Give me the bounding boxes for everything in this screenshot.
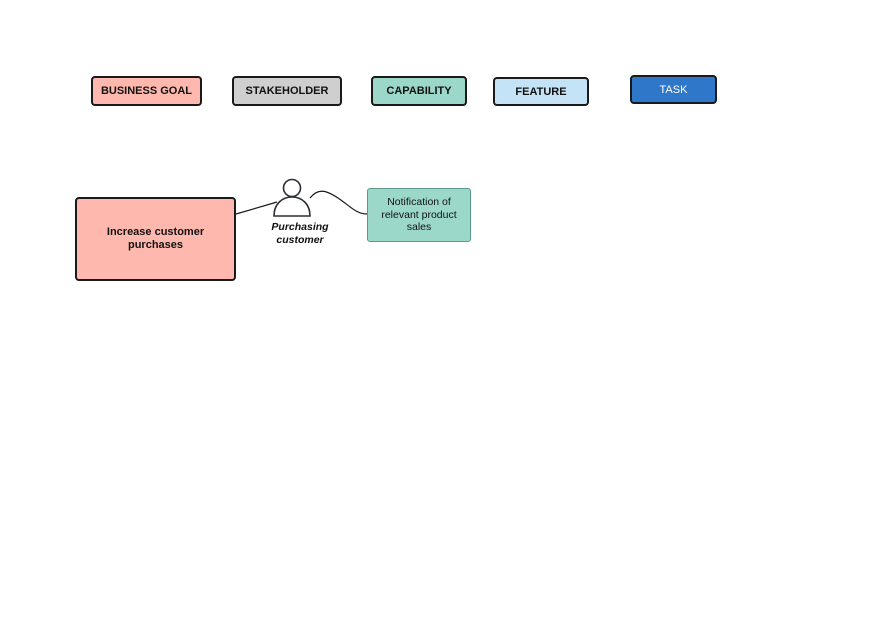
legend-task: TASK (630, 75, 717, 104)
stakeholder-label: Purchasing customer (271, 221, 329, 246)
legend-capability: CAPABILITY (371, 76, 467, 106)
business-goal-node[interactable]: Increase customer purchases (75, 197, 236, 281)
legend-stakeholder: STAKEHOLDER (232, 76, 342, 106)
legend-business-goal: BUSINESS GOAL (91, 76, 202, 106)
legend-stakeholder-label: STAKEHOLDER (245, 85, 329, 97)
legend-feature-label: FEATURE (515, 85, 567, 98)
connector-stakeholder-to-capability (309, 190, 368, 215)
legend-business-goal-label: BUSINESS GOAL (100, 85, 193, 97)
capability-text: Notification of relevant product sales (381, 196, 457, 234)
legend-feature: FEATURE (493, 77, 589, 106)
legend-capability-label: CAPABILITY (386, 85, 452, 97)
person-icon[interactable] (271, 178, 313, 218)
capability-node[interactable]: Notification of relevant product sales (367, 188, 471, 242)
connector-goal-to-stakeholder (235, 201, 278, 215)
business-goal-text: Increase customer purchases (106, 226, 205, 251)
legend-task-label: TASK (659, 83, 688, 96)
